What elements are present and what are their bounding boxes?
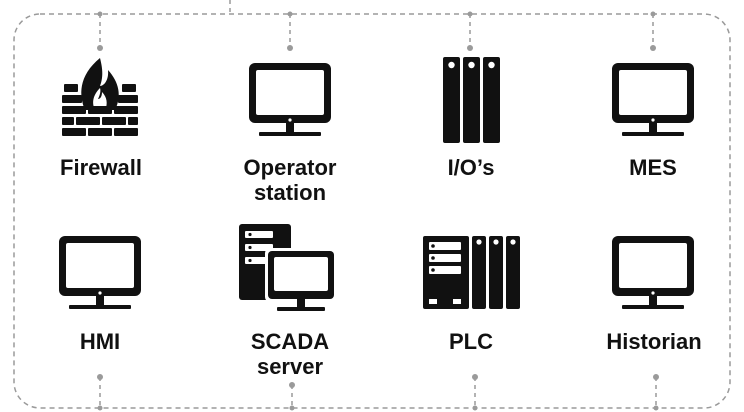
label-line: HMI (79, 329, 121, 354)
node-label-plc: PLC (411, 329, 531, 354)
node-label-scada-server: SCADA server (230, 329, 350, 379)
firewall-icon (62, 58, 138, 136)
scada-server-icon (239, 224, 337, 311)
node-label-firewall: Firewall (40, 155, 162, 180)
io-rack-icon (443, 57, 500, 143)
label-line: PLC (449, 329, 493, 354)
monitor-icon (612, 236, 694, 309)
label-line: station (253, 180, 327, 205)
label-line: server (256, 354, 324, 379)
label-line: MES (629, 155, 677, 180)
label-line: Operator (243, 155, 337, 180)
monitor-icon (59, 236, 141, 309)
node-label-mes: MES (593, 155, 713, 180)
label-line: Firewall (60, 155, 142, 180)
plc-icon (423, 236, 520, 309)
node-label-operator-station: Operator station (220, 155, 360, 205)
node-label-ios: I/O’s (411, 155, 531, 180)
bottom-connectors (97, 374, 659, 411)
label-line: SCADA (250, 329, 330, 354)
monitor-icon (612, 63, 694, 136)
network-boundary (13, 13, 731, 409)
monitor-icon (249, 63, 331, 136)
label-line: I/O’s (447, 155, 495, 180)
label-line: Historian (606, 329, 702, 354)
node-label-hmi: HMI (40, 329, 160, 354)
top-connectors (97, 0, 656, 51)
node-label-historian: Historian (586, 329, 722, 354)
